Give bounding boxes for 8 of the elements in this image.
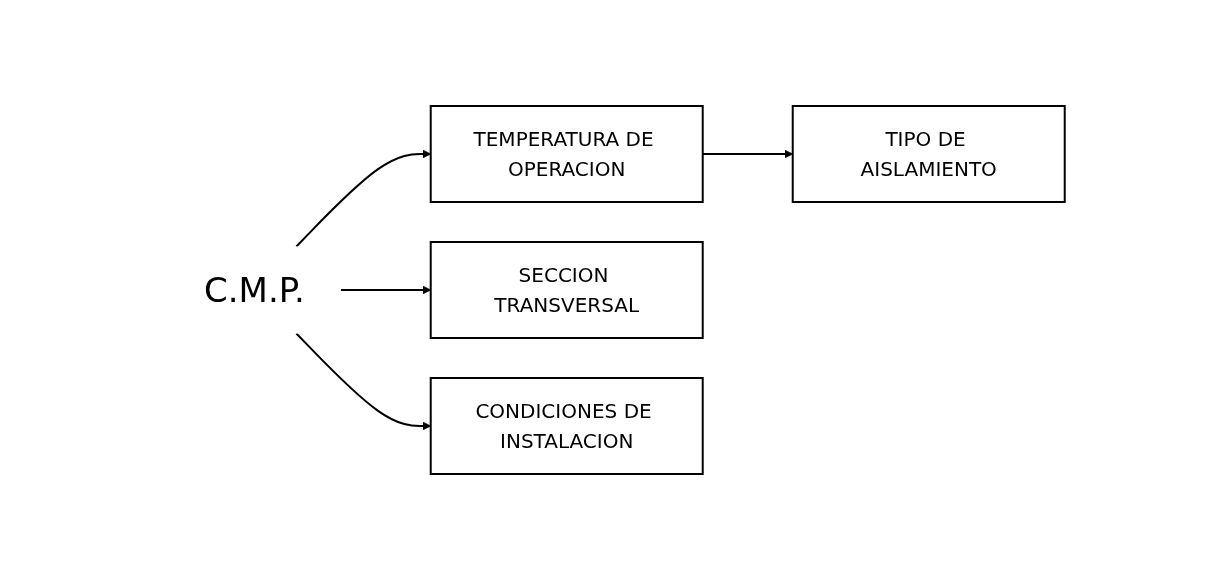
node-box: CONDICIONES DE INSTALACION [429, 376, 704, 475]
node-box: TEMPERATURA DE OPERACION [429, 104, 704, 203]
arrow [295, 149, 431, 247]
arrow [339, 285, 431, 294]
arrow [295, 332, 431, 430]
node-text: C.M.P. [203, 269, 305, 309]
node-box: TIPO DE AISLAMIENTO [791, 104, 1066, 203]
node-box: SECCION TRANSVERSAL [429, 240, 704, 339]
